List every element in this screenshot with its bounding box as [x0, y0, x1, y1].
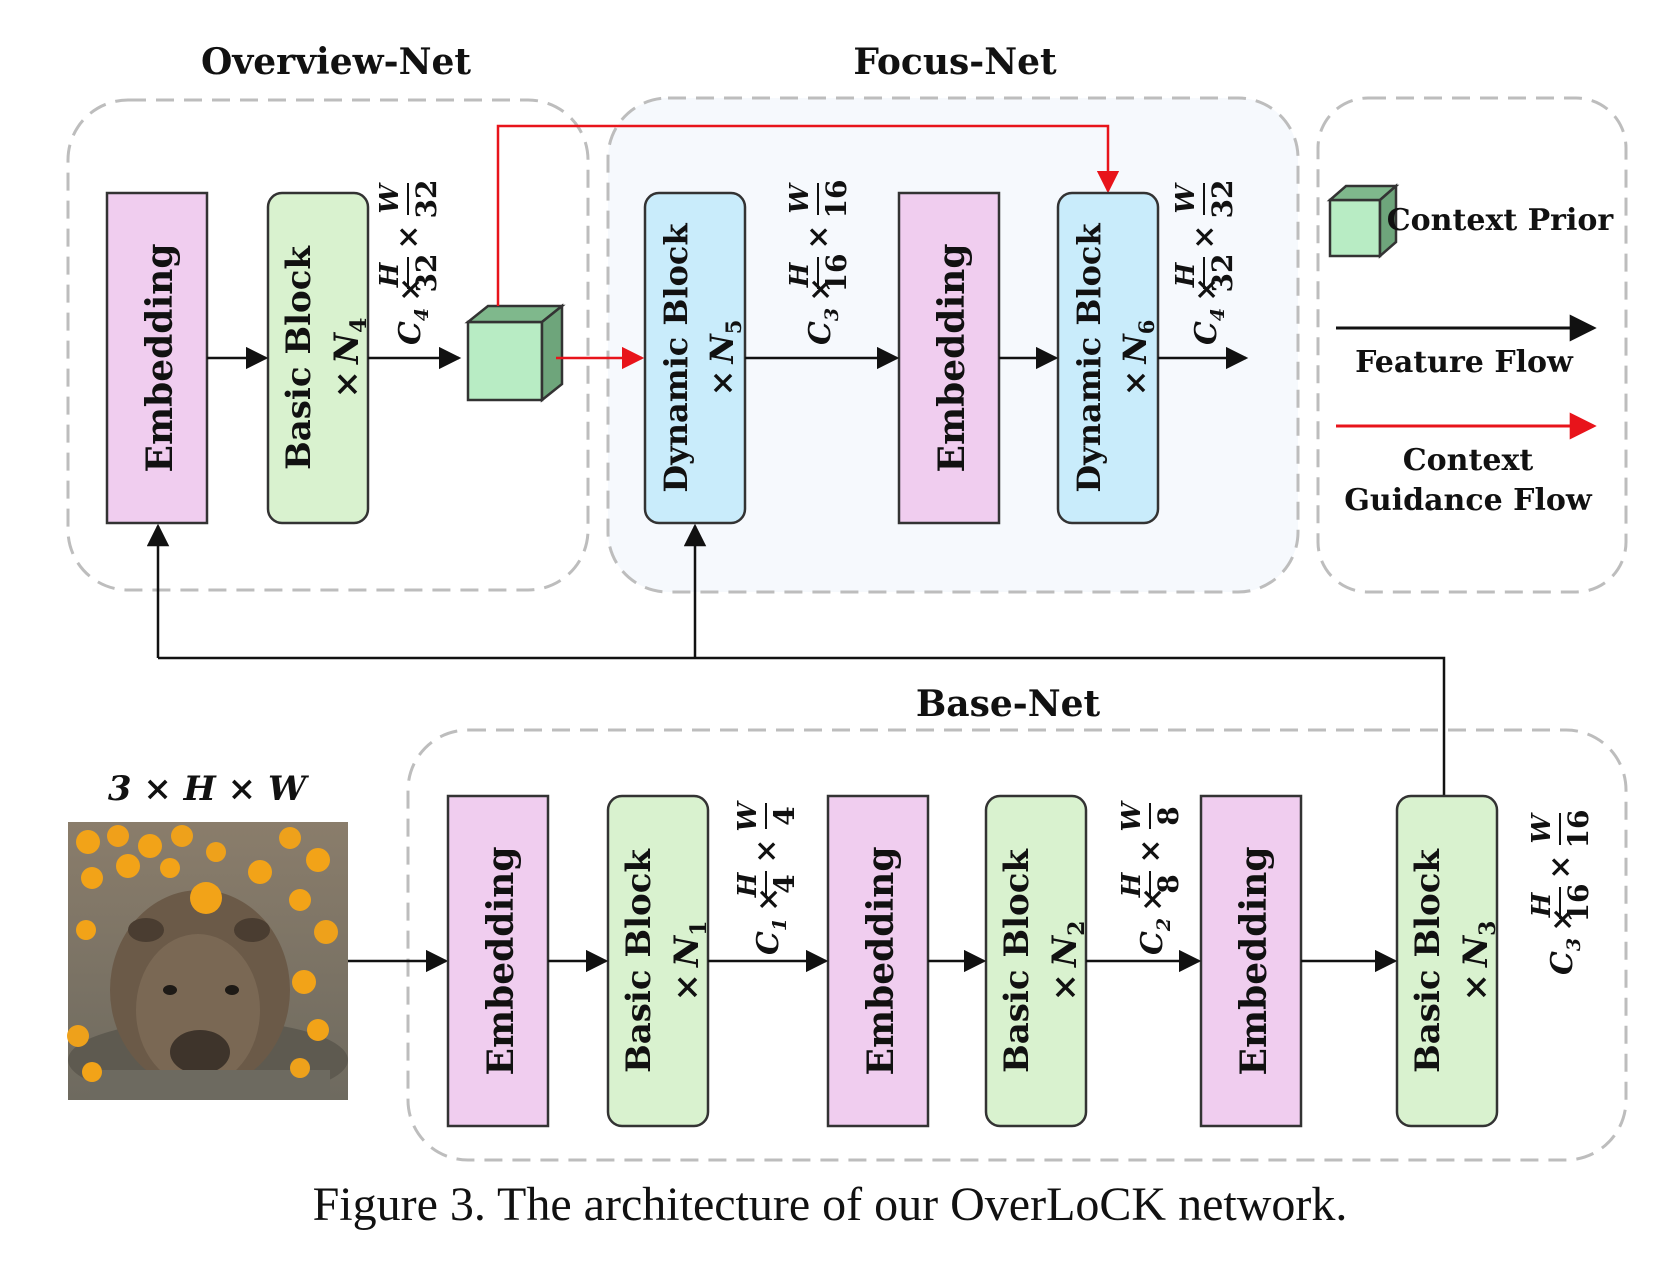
- red-arrow-cube-to-dynamic-n6: [496, 124, 1120, 306]
- base-basic-block-n3-label: Basic Block: [1408, 848, 1448, 1073]
- focus-dim-label-c4: C4× H 32 × W 32: [1171, 180, 1239, 345]
- svg-text:32: 32: [410, 254, 443, 293]
- svg-text:H: H: [1117, 871, 1147, 898]
- overview-basic-block-label: Basic Block: [279, 245, 319, 470]
- svg-text:×: ×: [1133, 838, 1168, 863]
- base-basic-block-n2-label: Basic Block: [997, 848, 1037, 1073]
- base-net-title: Base-Net: [916, 683, 1101, 725]
- svg-text:H: H: [733, 871, 763, 898]
- svg-text:×: ×: [1187, 224, 1222, 249]
- legend-context-prior-label: Context Prior: [1387, 203, 1615, 238]
- svg-text:W: W: [1171, 182, 1201, 214]
- base-embedding-2-label: Embedding: [860, 847, 902, 1076]
- svg-text:16: 16: [1562, 810, 1595, 849]
- svg-text:×: ×: [801, 224, 836, 249]
- svg-text:H: H: [785, 261, 815, 288]
- focus-embedding-block: [897, 191, 1001, 525]
- svg-text:32: 32: [410, 180, 443, 219]
- base-basic-block-n1-label: Basic Block: [619, 848, 659, 1073]
- svg-text:C3×: C3×: [803, 277, 843, 345]
- svg-text:W: W: [375, 182, 405, 214]
- svg-text:16: 16: [1562, 884, 1595, 923]
- base-embedding-1: [446, 794, 550, 1128]
- svg-text:C3×: C3×: [1545, 907, 1585, 975]
- overview-net-title: Overview-Net: [201, 41, 471, 83]
- context-prior-cube: [464, 303, 566, 403]
- svg-text:×: ×: [1543, 854, 1578, 879]
- svg-text:8: 8: [1152, 806, 1185, 825]
- legend-context-guidance-line1: Context: [1403, 443, 1534, 478]
- svg-text:4: 4: [768, 874, 801, 893]
- svg-text:W: W: [785, 182, 815, 214]
- svg-text:4: 4: [768, 806, 801, 825]
- input-image: [67, 822, 348, 1100]
- base-net-container: [406, 728, 1628, 1162]
- overview-basic-block-n4: ×N4: [327, 318, 372, 399]
- svg-text:×: ×: [749, 838, 784, 863]
- base-basic-block-n1-mult: ×N1: [667, 921, 712, 1002]
- svg-text:32: 32: [1206, 180, 1239, 219]
- svg-text:C1×: C1×: [751, 887, 791, 955]
- svg-text:16: 16: [820, 254, 853, 293]
- svg-text:16: 16: [820, 180, 853, 219]
- legend-container: [1316, 96, 1628, 594]
- figure-caption: Figure 3. The architecture of our OverLo…: [313, 1178, 1348, 1231]
- focus-net-title: Focus-Net: [853, 41, 1057, 83]
- legend-feature-flow-label: Feature Flow: [1355, 345, 1574, 380]
- base-basic-block-n3-mult: ×N3: [1456, 921, 1501, 1002]
- overview-embedding-label: Embedding: [139, 244, 181, 473]
- base-embedding-3-label: Embedding: [1233, 847, 1275, 1076]
- base-dim-label-c3: C3× H 16 × W 16: [1527, 810, 1595, 975]
- base-dim-label-c2: C2× H 8 × W 8: [1117, 800, 1185, 955]
- svg-text:H: H: [1171, 261, 1201, 288]
- svg-text:×: ×: [391, 224, 426, 249]
- focus-embedding-label: Embedding: [931, 244, 973, 473]
- legend-context-guidance-line2: Guidance Flow: [1344, 483, 1593, 518]
- svg-text:8: 8: [1152, 874, 1185, 893]
- base-dim-label-c1: C1× H 4 × W 4: [733, 800, 801, 955]
- base-embedding-2: [826, 794, 930, 1128]
- svg-text:W: W: [1117, 800, 1147, 832]
- focus-dynamic-block-n6-mult: ×N6: [1116, 320, 1159, 397]
- input-size-label: 3 × H × W: [108, 769, 309, 809]
- svg-text:H: H: [375, 261, 405, 288]
- legend-cube-icon: [1326, 183, 1400, 259]
- focus-dynamic-block-n5-label: Dynamic Block: [657, 223, 695, 493]
- overview-dim-label: C4× H 32 × W 32: [375, 180, 443, 345]
- base-basic-block-n2-mult: ×N2: [1045, 921, 1090, 1002]
- focus-dim-label-c3: C3× H 16 × W 16: [785, 180, 853, 345]
- svg-text:C4×: C4×: [393, 277, 433, 345]
- svg-text:W: W: [1527, 812, 1557, 844]
- base-embedding-3: [1199, 794, 1303, 1128]
- overview-net-container: [66, 98, 590, 592]
- svg-text:H: H: [1527, 891, 1557, 918]
- focus-dynamic-block-n6-label: Dynamic Block: [1070, 223, 1108, 493]
- overview-embedding-block: [105, 191, 209, 525]
- svg-text:C2×: C2×: [1135, 887, 1175, 955]
- connector-base-to-top: [158, 656, 1446, 796]
- svg-text:W: W: [733, 800, 763, 832]
- svg-text:C4×: C4×: [1189, 277, 1229, 345]
- base-embedding-1-label: Embedding: [480, 847, 522, 1076]
- svg-text:32: 32: [1206, 254, 1239, 293]
- focus-dynamic-block-n5-mult: ×N5: [703, 320, 746, 397]
